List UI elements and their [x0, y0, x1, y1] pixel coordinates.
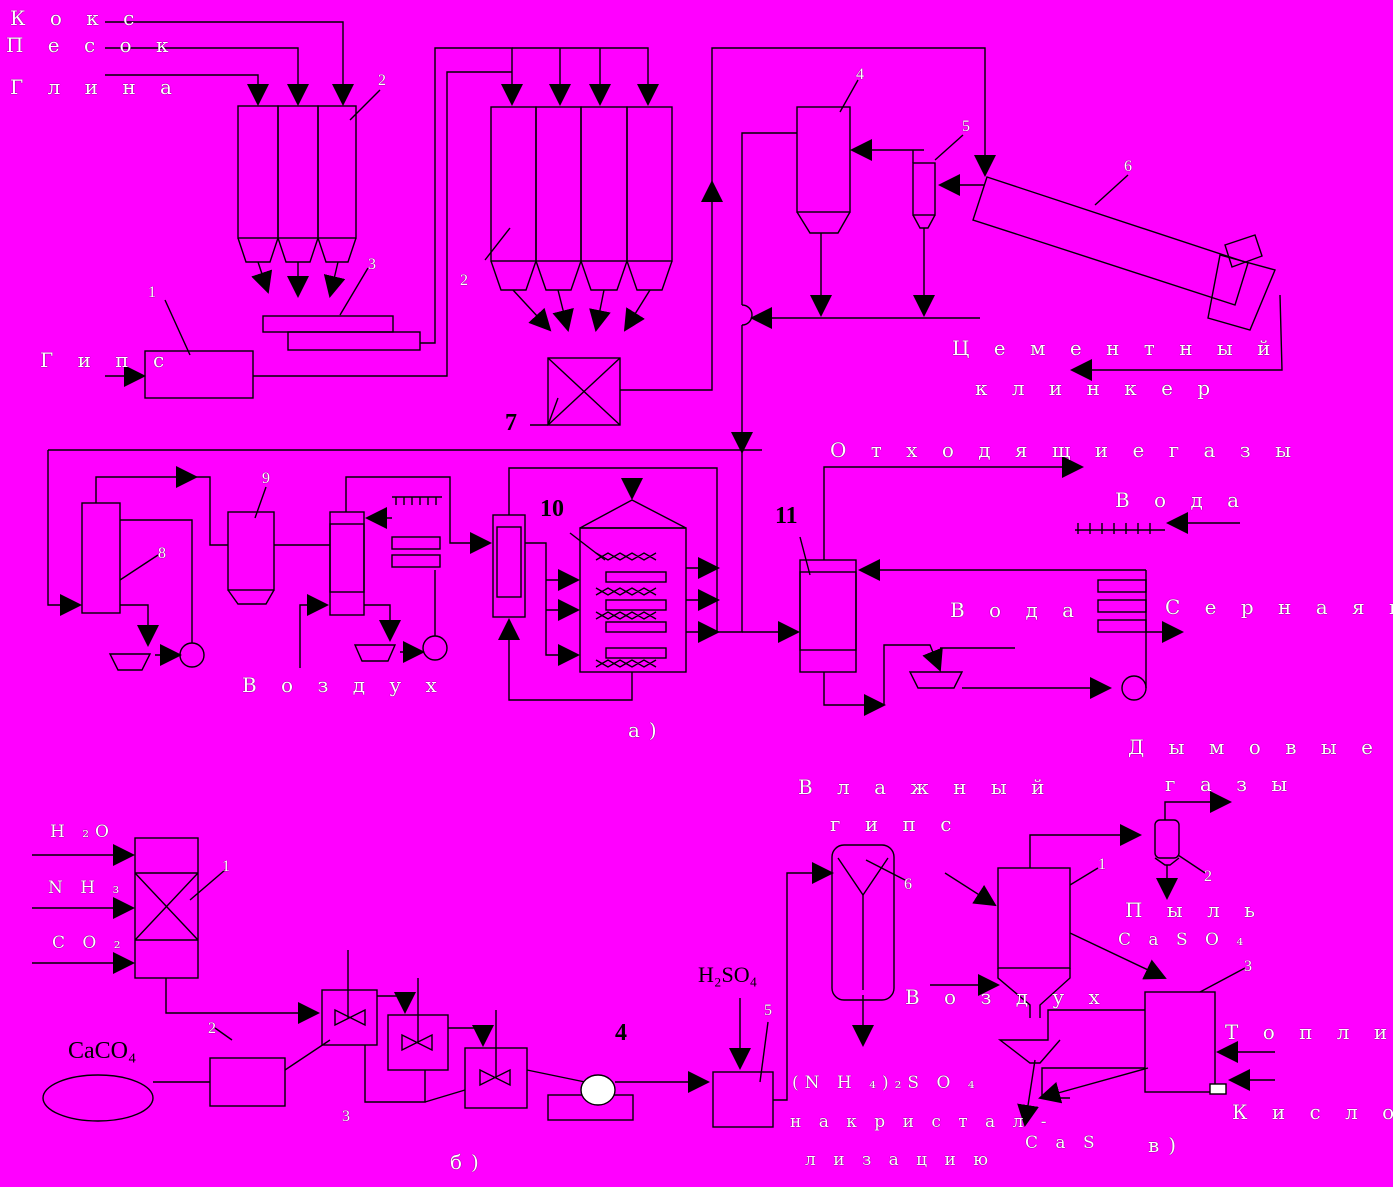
label-air-a: В о з д у х	[242, 673, 446, 697]
filter-4	[526, 1069, 710, 1121]
feed-lines	[105, 21, 354, 106]
label-clinker-1: Ц е м е н т н ы й	[952, 336, 1280, 360]
heat-exchanger	[492, 452, 743, 701]
unit-a-2: 2	[378, 72, 386, 89]
unit-c-1: 1	[1098, 856, 1106, 873]
label-flue-1: Д ы м о в ы е	[1128, 735, 1382, 759]
cyclone-2	[1154, 791, 1232, 900]
scrubber	[299, 476, 492, 668]
unit-a-8: 8	[158, 545, 166, 562]
unit-b-5: 5	[764, 1002, 772, 1019]
label-ammonium-3: л и з а ц и ю	[805, 1150, 995, 1170]
label-co2: С О ₂	[52, 933, 127, 953]
label-h2so4: H₂SO₄	[698, 962, 758, 987]
unit-a-11: 11	[775, 503, 798, 529]
unit-a-6: 6	[1124, 158, 1132, 175]
unit-b-2: 2	[208, 1020, 216, 1037]
unit-a-5: 5	[962, 118, 970, 135]
label-waste-gases: О т х о д я щ и е г а з ы	[830, 438, 1300, 462]
label-water-1: В о д а	[1115, 488, 1249, 512]
screw-conveyor-3	[262, 47, 523, 351]
carbonator-1	[32, 837, 320, 1024]
absorber-8	[47, 450, 205, 671]
label-clinker-2: к л и н к е р	[975, 376, 1220, 400]
reactor-3	[997, 991, 1275, 1127]
unit-b-6: 6	[904, 876, 912, 893]
unit-a-4: 4	[856, 66, 864, 83]
unit-a-2b: 2	[460, 272, 468, 289]
gypsum-dryer-1	[105, 71, 512, 399]
label-nh3: N Н ₃	[48, 878, 126, 898]
caption-b: б)	[450, 1150, 488, 1174]
caption-a: а)	[628, 718, 666, 742]
label-cas: C a S	[1025, 1133, 1101, 1153]
leader-lines	[119, 79, 1246, 1083]
unit-c-2: 2	[1204, 868, 1212, 885]
label-dust-1: П ы л ь	[1125, 898, 1265, 922]
unit-a-9: 9	[262, 470, 270, 487]
unit-a-1: 1	[148, 284, 156, 301]
bunkers-2	[237, 105, 357, 298]
unit-a-3: 3	[368, 256, 376, 273]
label-sulfuric-acid: С е р н а я к и с л о т а	[1165, 595, 1393, 619]
unit-a-10: 10	[540, 496, 564, 522]
label-ammonium-1: (N H ₄)₂S O ₄	[792, 1073, 981, 1093]
absorber-11	[742, 456, 1240, 716]
silos	[490, 47, 673, 332]
unit-b-3: 3	[342, 1108, 350, 1125]
unit-a-7: 7	[505, 410, 517, 436]
furnace-1	[930, 824, 1167, 1018]
label-gypsum: Г и п с	[40, 348, 174, 372]
unit-b-4: 4	[615, 1020, 627, 1046]
unit-9	[196, 476, 330, 605]
caco-pile	[42, 1039, 331, 1122]
label-water-2: В о д а	[950, 598, 1084, 622]
cyclone-4	[731, 106, 851, 454]
label-sand: П е с о к	[6, 33, 178, 57]
caption-c: в)	[1148, 1133, 1186, 1157]
label-wet-gypsum-2: г и п с	[830, 812, 961, 836]
rotary-kiln-6	[972, 176, 1283, 381]
label-ammonium-2: н а к р и с т а л -	[790, 1112, 1053, 1132]
label-flue-2: г а з ы	[1165, 772, 1297, 796]
unit-c-3: 3	[1244, 958, 1252, 975]
mill-7	[530, 47, 996, 426]
label-caco: CaCO₄	[68, 1038, 137, 1064]
neutralizer-5	[712, 862, 834, 1128]
cyclone-5	[850, 139, 984, 317]
reactors-3	[321, 950, 528, 1109]
unit-b-1: 1	[222, 858, 230, 875]
label-air-c: В о з д у х	[905, 985, 1109, 1009]
label-wet-gypsum-1: В л а ж н ы й	[798, 775, 1054, 799]
label-fuel: Т о п л и в о	[1225, 1020, 1393, 1044]
evaporator-6	[831, 844, 895, 1047]
label-oxygen: К и с л о р о д	[1232, 1100, 1393, 1124]
label-clay: Г л и н а	[10, 75, 181, 99]
label-coke: К о к с	[10, 6, 144, 30]
converter-10	[525, 478, 720, 673]
label-h2o: Н ₂O	[50, 822, 115, 842]
label-dust-2: C a S O ₄	[1118, 930, 1250, 950]
